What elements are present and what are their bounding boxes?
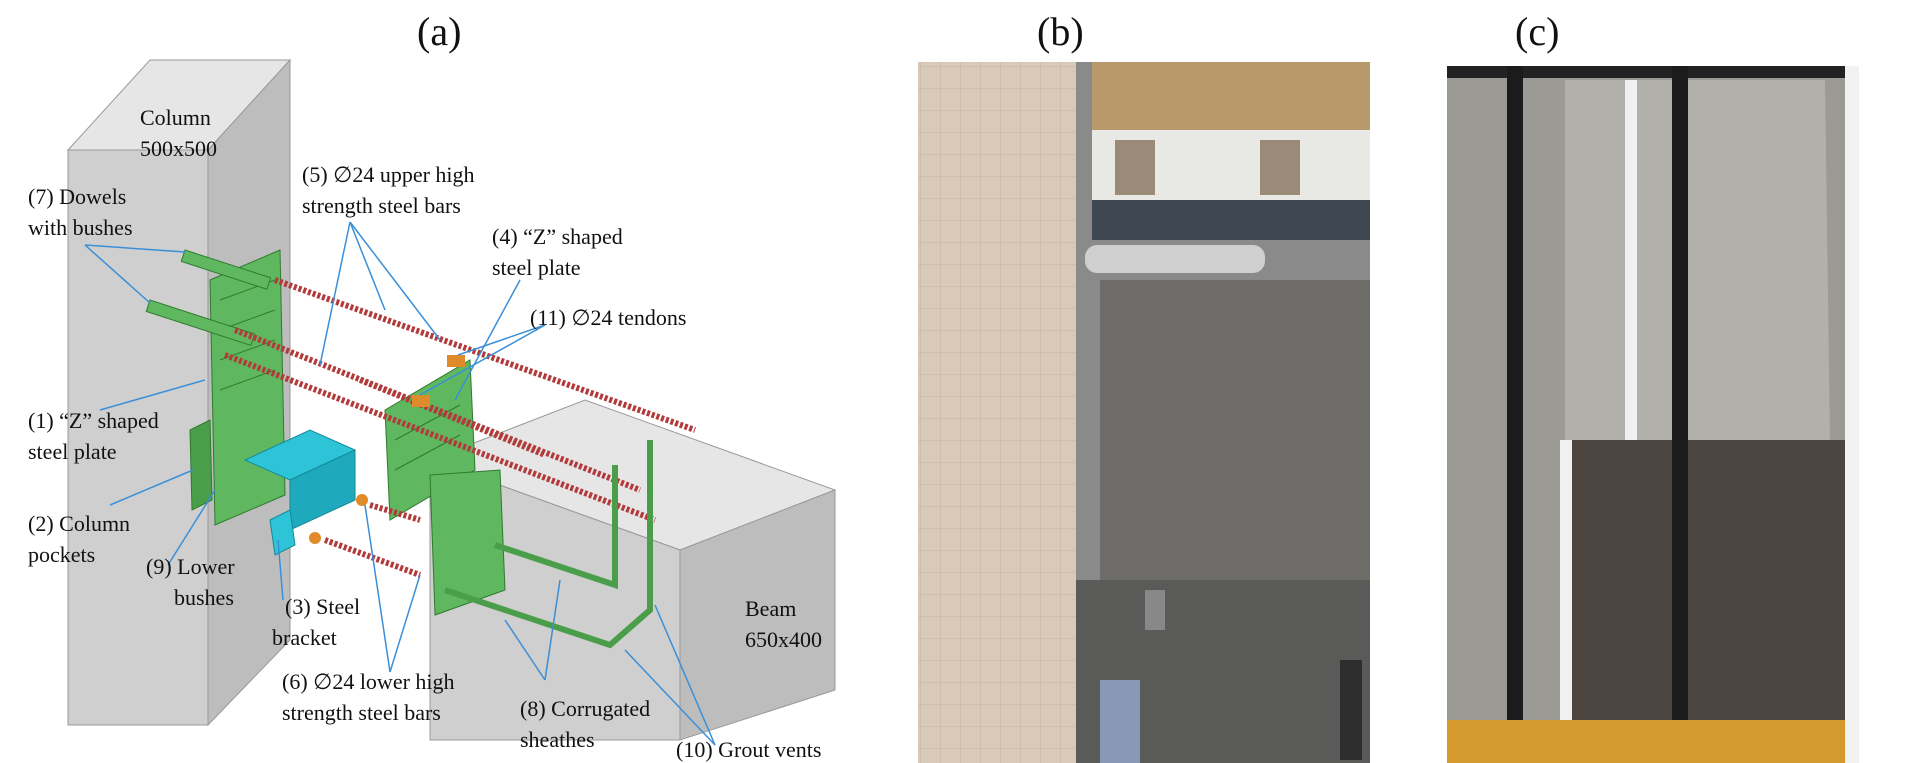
callout-dowels-line1: (7) Dowels xyxy=(28,184,126,209)
steel-bracket xyxy=(243,429,357,556)
column-label-line1: Column xyxy=(140,105,211,130)
panel-label-a: (a) xyxy=(417,9,462,54)
upper-bars xyxy=(223,277,697,523)
column-label-line2: 500x500 xyxy=(140,136,217,161)
callout-steel-bracket-line1: (3) Steel xyxy=(285,594,360,619)
beam-label-line1: Beam xyxy=(745,596,796,621)
dowels xyxy=(145,249,272,347)
damaged-beam-region xyxy=(1570,440,1850,720)
callout-column-pockets-line1: (2) Column xyxy=(28,511,130,536)
callout-steel-bracket-line2: bracket xyxy=(272,625,337,650)
tendon-anchors xyxy=(412,355,465,407)
beam-label-line2: 650x400 xyxy=(745,627,822,652)
callout-sheathes-line2: sheathes xyxy=(520,727,595,752)
connection-diagram: Column 500x500 Beam 650x400 (7) Dowels w… xyxy=(28,58,837,762)
callout-z-plate-beam-line1: (4) “Z” shaped xyxy=(492,224,623,249)
callout-dowels-line2: with bushes xyxy=(28,215,133,240)
callout-upper-bars-line2: strength steel bars xyxy=(302,193,461,218)
corrugated-sheathes xyxy=(444,440,653,649)
callout-sheathes-line1: (8) Corrugated xyxy=(520,696,650,721)
callout-lower-bars-line1: (6) ∅24 lower high xyxy=(282,669,455,694)
callout-lower-bushes-line2: bushes xyxy=(174,585,234,610)
panel-label-b: (b) xyxy=(1037,9,1084,54)
panel-label-c: (c) xyxy=(1515,9,1560,54)
leader-lines xyxy=(84,221,716,746)
callout-z-plate-beam-line2: steel plate xyxy=(492,255,581,280)
callout-grout-vents: (10) Grout vents xyxy=(676,737,821,762)
callout-upper-bars-line1: (5) ∅24 upper high xyxy=(302,162,475,187)
tiled-wall xyxy=(918,62,1076,763)
callout-lower-bushes-line1: (9) Lower xyxy=(146,554,235,579)
callout-z-plate-column-line2: steel plate xyxy=(28,439,117,464)
steel-rod-left xyxy=(1507,66,1523,763)
callout-z-plate-column-line1: (1) “Z” shaped xyxy=(28,408,159,433)
callout-lower-bars-line2: strength steel bars xyxy=(282,700,441,725)
callout-tendons: (11) ∅24 tendons xyxy=(530,305,686,330)
steel-rod-right xyxy=(1672,66,1688,763)
callout-column-pockets-line2: pockets xyxy=(28,542,95,567)
beam-end-photo xyxy=(1100,280,1370,580)
